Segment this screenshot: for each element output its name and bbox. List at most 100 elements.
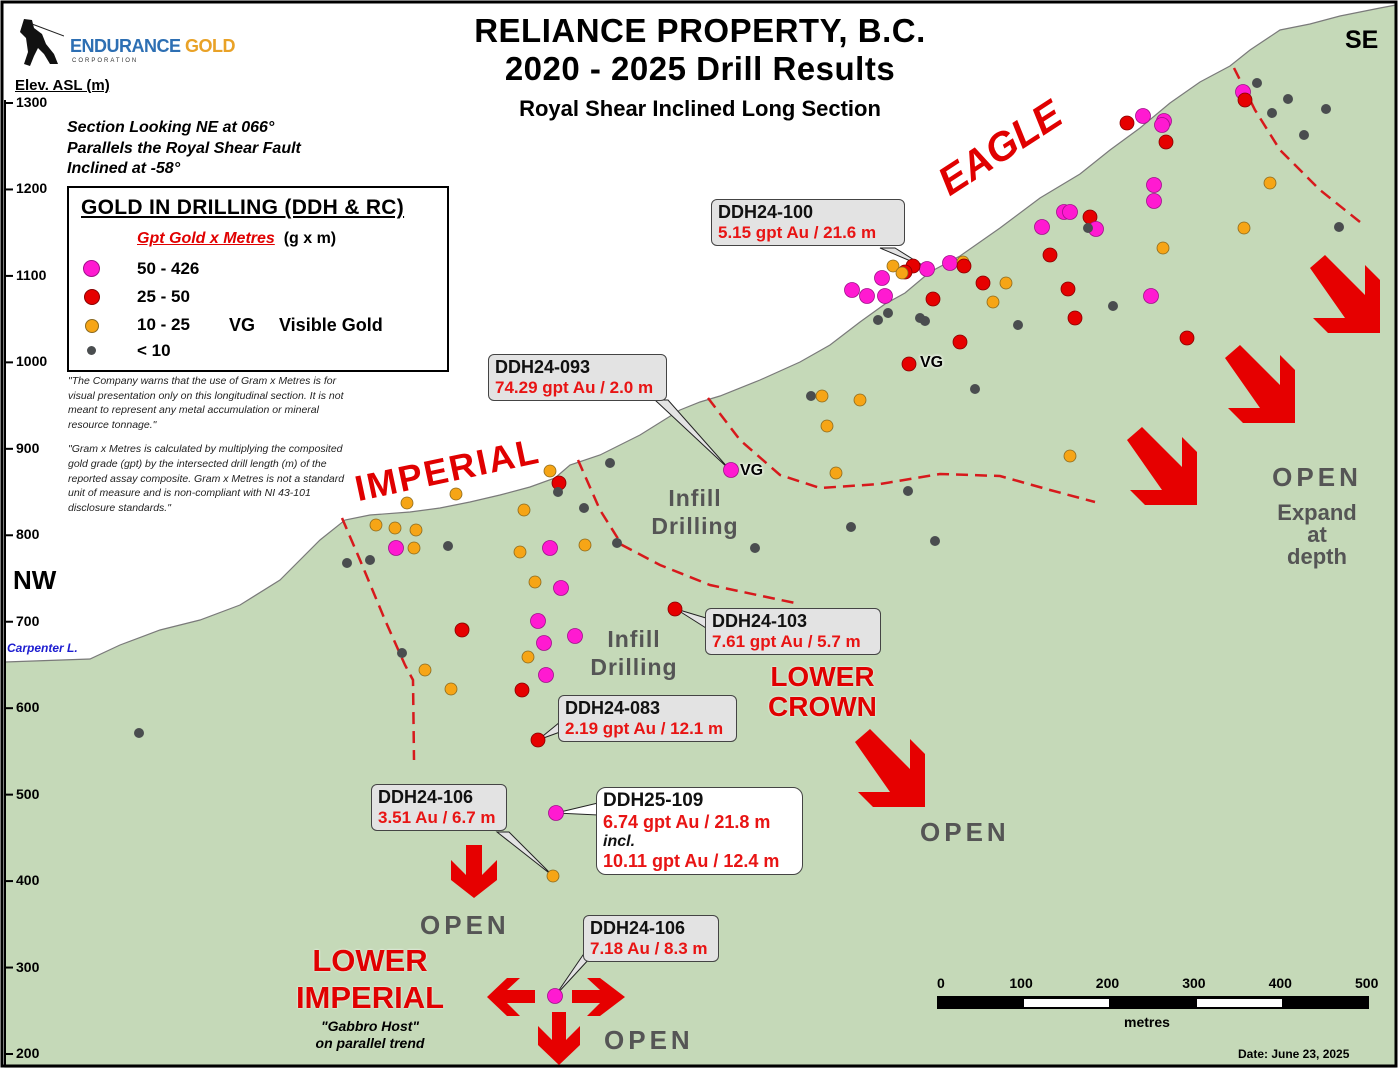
vg-marker-label: VG [740,462,764,479]
axis-tick-label: 600 [16,699,40,716]
vg-label: Visible Gold [279,315,383,335]
callout-hole-id: DDH25-109 [603,790,704,811]
page-title-line2: 2020 - 2025 Drill Results [504,50,896,87]
drill-point-under-10 [342,558,352,568]
infill-line: Drilling [590,654,678,680]
infill-line: Infill [607,626,661,652]
legend-subtitle-unit: (g x m) [283,230,337,247]
drill-point-10-25 [886,259,900,273]
map-date: Date: June 23, 2025 [1238,1047,1350,1061]
callout-ddh25-109: DDH25-109 6.74 gpt Au / 21.8 m incl. 10.… [596,787,803,875]
drill-point-10-25 [895,266,909,280]
arrow-down-icon [451,845,497,898]
callout-value: 7.18 Au / 8.3 m [590,939,708,958]
orange-dot-icon [85,319,99,333]
drill-point-10-25 [444,682,458,696]
scale-bar-tick-label: 200 [1095,975,1120,991]
callout-hole-id: DDH24-103 [712,611,808,631]
drill-point-25-50 [1067,310,1083,326]
axis-tick-label: 1200 [16,180,48,197]
drill-point-50-426 [567,628,583,644]
legend-item-label: 10 - 25 [137,315,190,334]
gray-dot-icon [87,346,96,355]
drill-point-25-50 [667,601,683,617]
drill-point-10-25 [1237,221,1251,235]
logo-wordmark: ENDURANCE GOLD [70,36,236,57]
red-dot-icon [84,289,100,305]
arrow-se-icon [1310,255,1380,333]
drill-point-under-10 [1108,301,1118,311]
scale-bar-tick-label: 500 [1355,975,1379,991]
axis-tick-label: 800 [16,526,40,543]
axis-ticks [5,102,13,1055]
axis-tick-label: 300 [16,958,40,975]
drill-point-under-10 [1267,108,1277,118]
drill-point-25-50 [1237,92,1253,108]
drill-point-under-10 [612,538,622,548]
axis-tick-label: 1100 [16,266,47,283]
drill-point-50-426 [1135,108,1151,124]
expand-at-depth-label: Expand at depth [1262,502,1372,568]
drill-point-25-50 [514,682,530,698]
infill-line: Drilling [651,513,739,539]
disclaimer-para: "The Company warns that the use of Gram … [68,375,344,431]
legend-subtitle-red: Gpt Gold x Metres [137,230,275,247]
callout-hole-id: DDH24-106 [590,918,686,938]
drill-point-50-426 [1143,288,1159,304]
drill-point-25-50 [925,291,941,307]
drill-point-50-426 [553,580,569,596]
logo-name-blue: ENDURANCE [70,36,181,56]
drill-point-25-50 [1158,134,1174,150]
drill-point-50-426 [844,282,860,298]
callout-ddh24-103: DDH24-103 7.61 gpt Au / 5.7 m [705,608,881,655]
arrow-se-icon [1225,345,1295,423]
callout-value: 2.19 gpt Au / 12.1 m [565,719,724,738]
drill-point-under-10 [1083,223,1093,233]
page-title: RELIANCE PROPERTY, B.C. [474,12,926,49]
expand-line: Expand [1277,500,1357,525]
callout-hole-id: DDH24-093 [495,357,591,377]
legend-item-label: 25 - 50 [137,287,190,306]
callout-value: 74.29 gpt Au / 2.0 m [495,378,654,397]
drill-point-50-426 [1034,219,1050,235]
open-label-se: OPEN [1272,462,1362,492]
drill-point-10-25 [513,545,527,559]
drill-point-under-10 [970,384,980,394]
drill-point-50-426 [542,540,558,556]
scale-bar-tick-label: 400 [1268,975,1292,991]
drill-point-25-50 [530,732,546,748]
drill-point-under-10 [1299,130,1309,140]
drill-point-under-10 [903,486,913,496]
scale-bar-tick-label: 0 [937,975,945,991]
drill-point-50-426 [536,635,552,651]
drill-point-50-426 [1146,193,1162,209]
scale-bar-tick-label: 300 [1182,975,1206,991]
drill-point-25-50 [1119,115,1135,131]
drill-points [134,78,1344,1004]
legend-subtitle: Gpt Gold x Metres (g x m) [137,230,336,248]
infill-line: Infill [668,485,722,511]
callout-hole-id: DDH24-106 [378,787,474,807]
callout-hole-id: DDH24-100 [718,202,814,222]
infill-label-upper: Infill Drilling [645,484,745,540]
zone-label-line: LOWER [770,661,875,692]
drill-point-25-50 [975,275,991,291]
drill-point-50-426 [1146,177,1162,193]
callout-ddh24-093: DDH24-093 74.29 gpt Au / 2.0 m [488,354,667,401]
legend-item-label: 50 - 426 [137,259,200,278]
drill-point-25-50 [1042,247,1058,263]
drill-point-10-25 [815,389,829,403]
callout-ddh24-106-upper: DDH24-106 3.51 Au / 6.7 m [371,784,507,831]
drill-point-under-10 [134,728,144,738]
fault-line-imperial-west [340,517,416,761]
legend-item-label: < 10 [137,341,171,360]
drill-point-10-25 [578,538,592,552]
callout-value: 10.11 gpt Au / 12.4 m [603,851,780,871]
legend: GOLD IN DRILLING (DDH & RC) Gpt Gold x M… [67,186,449,372]
fault-line-infill-west [576,459,796,605]
fault-line-infill-east [707,397,1096,504]
callout-hole-id: DDH24-083 [565,698,661,718]
drill-point-under-10 [920,316,930,326]
